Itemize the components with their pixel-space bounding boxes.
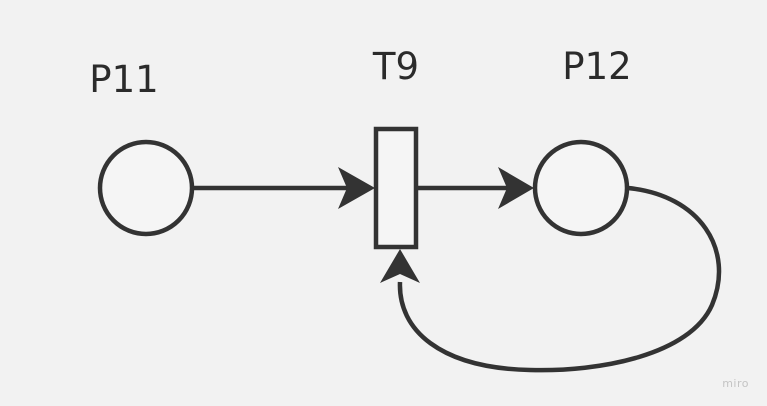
- place-p12: [532, 139, 630, 237]
- arc-t9-to-p12: [418, 167, 534, 209]
- place-label-p12: P12: [562, 45, 631, 88]
- transition-label-t9: T9: [372, 45, 419, 88]
- transition-t9: [373, 126, 419, 250]
- place-p11: [97, 139, 195, 237]
- arc-p11-to-t9: [192, 167, 375, 209]
- arc-p12-to-t9: [380, 185, 722, 373]
- place-label-p11: P11: [89, 58, 158, 101]
- miro-watermark: miro: [722, 377, 749, 390]
